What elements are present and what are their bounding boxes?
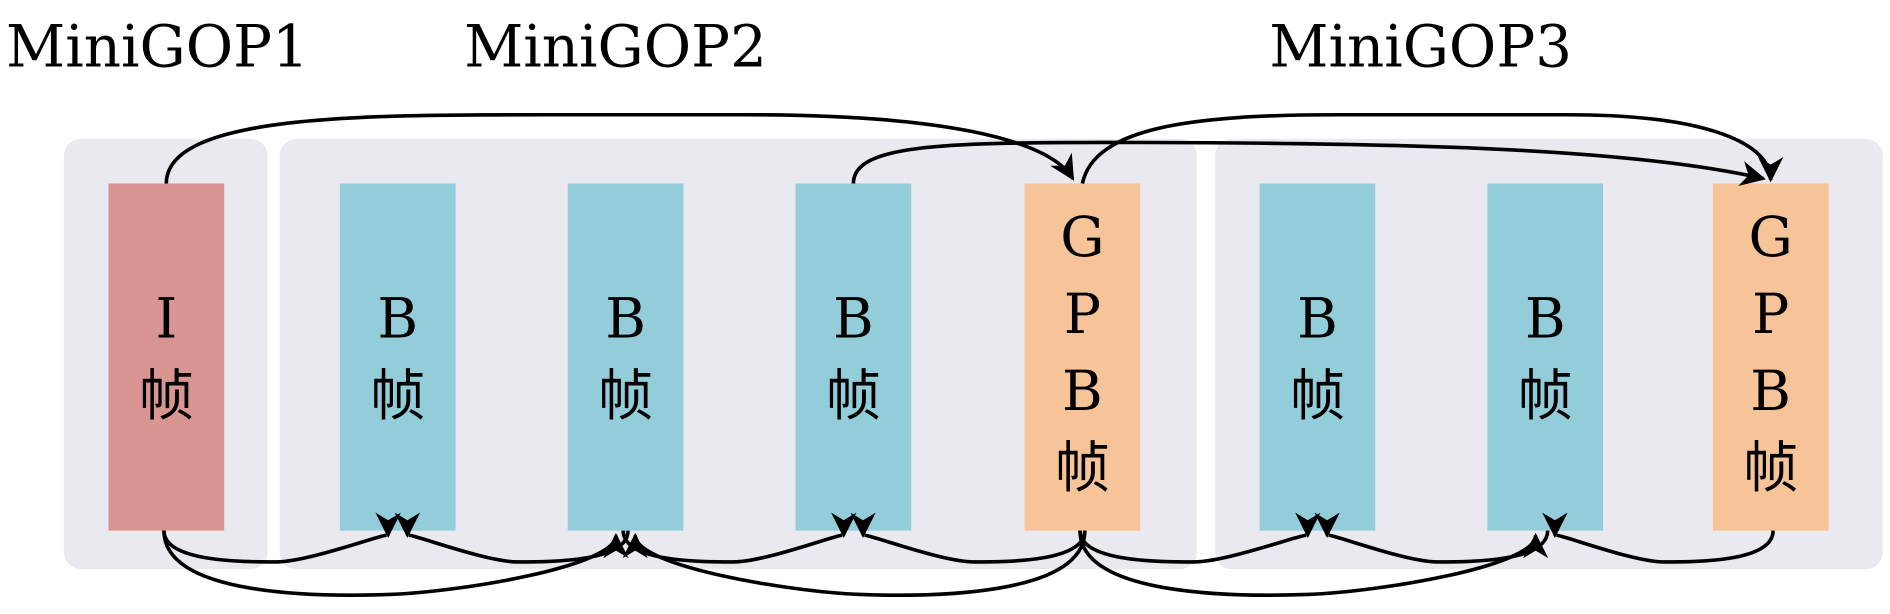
frame-label: 帧 [370,365,425,429]
reference-arrow [1314,512,1550,564]
reference-arrow [1078,512,1320,564]
frame-label: 帧 [1290,365,1345,429]
frame-label: B [605,288,646,352]
frame-bar [1712,183,1829,531]
frame-bar [1024,183,1141,531]
frame-label: I [155,288,177,352]
frame-label: B [833,288,874,352]
frame-label: G [1749,206,1793,270]
frame-bar [567,183,684,531]
frame-label: 帧 [139,365,194,429]
frame-bar [1259,183,1376,531]
frame-label: G [1060,206,1104,270]
frame-label: B [1062,360,1103,424]
frame-label: 帧 [598,365,653,429]
frame-i: I帧 [108,183,225,531]
frame-label: 帧 [1055,437,1110,501]
frame-bar [795,183,912,531]
minigop-panel-2 [279,138,1197,570]
frame-label: B [1297,288,1338,352]
reference-arrow [622,530,1087,597]
group-title-1: MiniGOP1 [6,13,309,81]
reference-arrow [1078,530,1549,597]
frame-bar [1487,183,1604,531]
reference-arrow [1542,512,1775,564]
frame-label: 帧 [826,365,881,429]
frame-label: P [1752,283,1789,347]
frame-label: B [1750,360,1791,424]
frame-b: B帧 [339,183,456,531]
frame-bar [339,183,456,531]
frame-label: 帧 [1518,365,1573,429]
frame-b: B帧 [567,183,684,531]
frame-b: B帧 [1487,183,1604,531]
reference-arrow [395,512,630,564]
frame-label: P [1064,283,1101,347]
frame-bar [108,183,225,531]
frame-b: B帧 [1259,183,1376,531]
frame-label: B [377,288,418,352]
reference-arrow [850,512,1087,564]
reference-arrow [851,140,1766,186]
reference-arrow [162,512,401,564]
reference-arrow [1080,112,1784,184]
reference-arrow [162,530,629,597]
frame-label: 帧 [1743,437,1798,501]
frame-b: B帧 [795,183,912,531]
group-title-3: MiniGOP3 [1269,13,1572,81]
frame-label: B [1525,288,1566,352]
group-title-2: MiniGOP2 [464,13,767,81]
